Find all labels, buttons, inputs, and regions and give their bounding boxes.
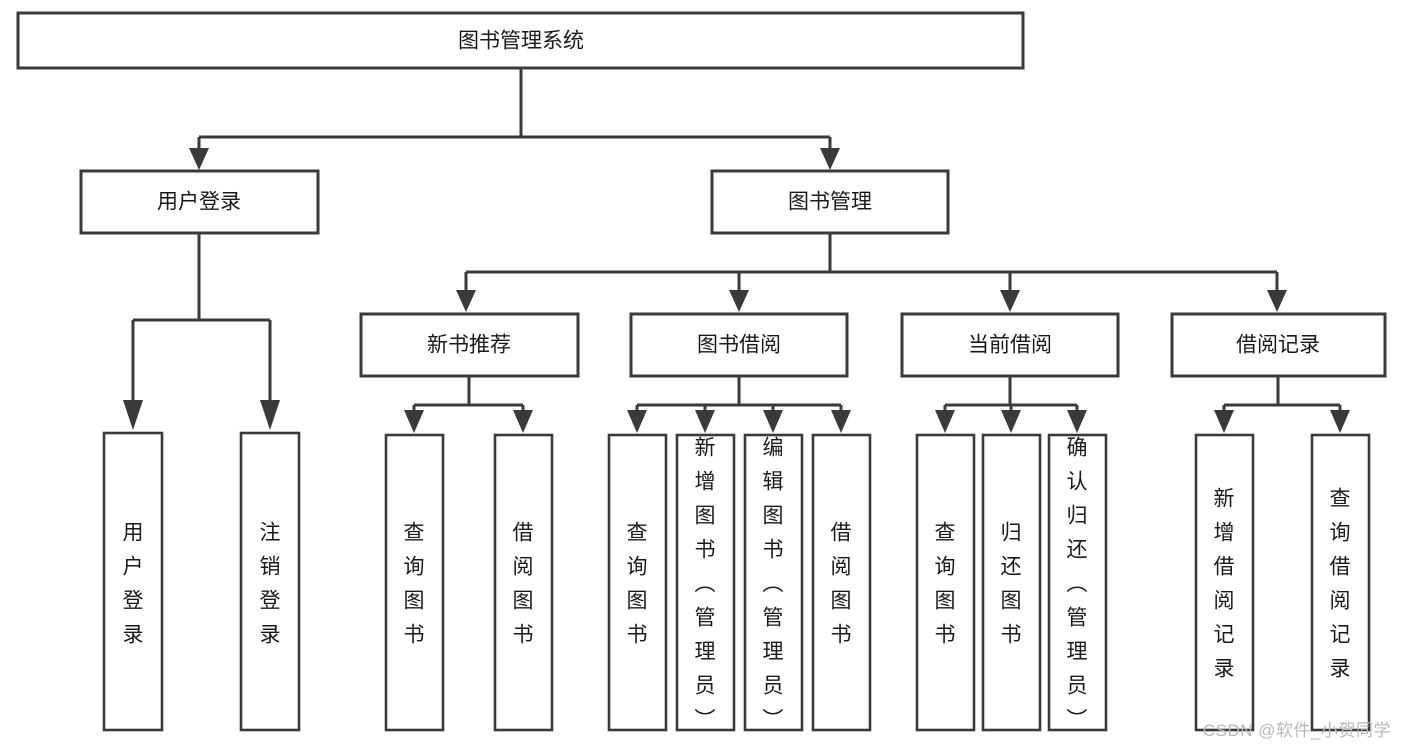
node-leaf-logout[interactable]: 注销登录	[239, 431, 301, 732]
node-root[interactable]: 图书管理系统	[16, 11, 1025, 70]
node-leaf-confirm-return[interactable]: 确认归还︵管理员︶	[1047, 433, 1108, 732]
node-book-management-box[interactable]	[710, 169, 950, 235]
node-leaf-query-book-2[interactable]: 查询图书	[607, 433, 668, 732]
node-leaf-add-record-box[interactable]	[1194, 433, 1255, 732]
node-new-book-recommend-box[interactable]	[359, 312, 580, 378]
node-leaf-query-book-3[interactable]: 查询图书	[915, 433, 976, 732]
arrow-leaf-return-book	[1001, 410, 1021, 433]
node-new-book-recommend[interactable]: 新书推荐	[359, 312, 580, 378]
arrow-leaf-logout	[260, 400, 280, 430]
connector-layer	[123, 68, 1350, 433]
node-leaf-add-book-label: 新增图书︵管理员︶	[695, 437, 716, 732]
arrow-leaf-confirm-return	[1067, 410, 1087, 433]
arrow-book-borrow	[729, 290, 749, 312]
node-leaf-query-book-2-box[interactable]	[607, 433, 668, 732]
arrow-leaf-query-book-2	[627, 410, 647, 433]
node-leaf-query-record[interactable]: 查询借阅记录	[1310, 433, 1371, 732]
arrow-leaf-query-book-1	[404, 410, 424, 433]
node-book-management-label: 图书管理	[788, 191, 872, 214]
node-leaf-query-book-1-box[interactable]	[384, 433, 445, 732]
node-root-label: 图书管理系统	[458, 30, 584, 53]
node-leaf-borrow-book-2[interactable]: 借阅图书	[811, 433, 872, 732]
node-book-borrow-label: 图书借阅	[697, 334, 781, 357]
node-leaf-add-record[interactable]: 新增借阅记录	[1194, 433, 1255, 732]
node-leaf-logout-label: 注销登录	[260, 522, 281, 647]
node-leaf-edit-book[interactable]: 编辑图书︵管理员︶	[743, 433, 804, 732]
node-new-book-recommend-label: 新书推荐	[427, 334, 511, 357]
node-leaf-add-record-label: 新增借阅记录	[1214, 488, 1235, 681]
node-user-login-label: 用户登录	[157, 191, 241, 214]
arrow-current-borrow	[1000, 290, 1020, 312]
arrow-leaf-user-login	[123, 400, 143, 430]
node-user-login-box[interactable]	[79, 169, 320, 235]
arrow-new-book-recommend	[456, 290, 476, 312]
node-user-login[interactable]: 用户登录	[79, 169, 320, 235]
node-borrow-record[interactable]: 借阅记录	[1170, 312, 1387, 378]
node-leaf-borrow-book-1-label: 借阅图书	[513, 522, 534, 647]
node-leaf-borrow-book-1[interactable]: 借阅图书	[493, 433, 554, 732]
node-leaf-query-record-label: 查询借阅记录	[1330, 488, 1351, 681]
arrow-leaf-borrow-book-1	[513, 410, 533, 433]
arrow-leaf-add-record	[1214, 410, 1234, 433]
node-leaf-query-book-3-box[interactable]	[915, 433, 976, 732]
arrow-book-management	[820, 148, 840, 170]
node-leaf-add-book-box[interactable]	[675, 433, 736, 732]
node-borrow-record-box[interactable]	[1170, 312, 1387, 378]
node-leaf-query-book-2-label: 查询图书	[627, 522, 648, 647]
node-leaf-edit-book-label: 编辑图书︵管理员︶	[763, 437, 784, 732]
node-leaf-return-book[interactable]: 归还图书	[981, 433, 1042, 732]
node-leaf-query-book-1-label: 查询图书	[404, 522, 425, 647]
node-book-borrow-box[interactable]	[629, 312, 849, 378]
node-leaf-user-login[interactable]: 用户登录	[102, 431, 164, 732]
node-leaf-user-login-box[interactable]	[102, 431, 164, 732]
arrow-leaf-query-record	[1330, 410, 1350, 433]
node-leaf-borrow-book-2-box[interactable]	[811, 433, 872, 732]
arrow-leaf-query-book-3	[935, 410, 955, 433]
node-leaf-confirm-return-box[interactable]	[1047, 433, 1108, 732]
node-current-borrow-box[interactable]	[900, 312, 1120, 378]
arrow-borrow-record	[1267, 290, 1287, 312]
node-book-borrow[interactable]: 图书借阅	[629, 312, 849, 378]
node-root-box[interactable]	[16, 11, 1025, 70]
node-leaf-add-book[interactable]: 新增图书︵管理员︶	[675, 433, 736, 732]
node-leaf-return-book-box[interactable]	[981, 433, 1042, 732]
node-leaf-query-book-3-label: 查询图书	[935, 522, 956, 647]
node-leaf-borrow-book-1-box[interactable]	[493, 433, 554, 732]
node-leaf-borrow-book-2-label: 借阅图书	[831, 522, 852, 647]
node-leaf-user-login-label: 用户登录	[123, 522, 144, 647]
arrow-leaf-borrow-book-2	[831, 410, 851, 433]
arrow-leaf-add-book	[695, 410, 715, 433]
node-borrow-record-label: 借阅记录	[1236, 334, 1320, 357]
node-leaf-logout-box[interactable]	[239, 431, 301, 732]
arrow-user-login	[189, 148, 209, 170]
arrow-leaf-edit-book	[763, 410, 783, 433]
node-leaf-query-book-1[interactable]: 查询图书	[384, 433, 445, 732]
node-current-borrow[interactable]: 当前借阅	[900, 312, 1120, 378]
node-current-borrow-label: 当前借阅	[968, 334, 1052, 357]
node-leaf-query-record-box[interactable]	[1310, 433, 1371, 732]
node-leaf-return-book-label: 归还图书	[1001, 522, 1022, 647]
node-leaf-confirm-return-label: 确认归还︵管理员︶	[1067, 437, 1088, 732]
node-leaf-edit-book-box[interactable]	[743, 433, 804, 732]
node-book-management[interactable]: 图书管理	[710, 169, 950, 235]
